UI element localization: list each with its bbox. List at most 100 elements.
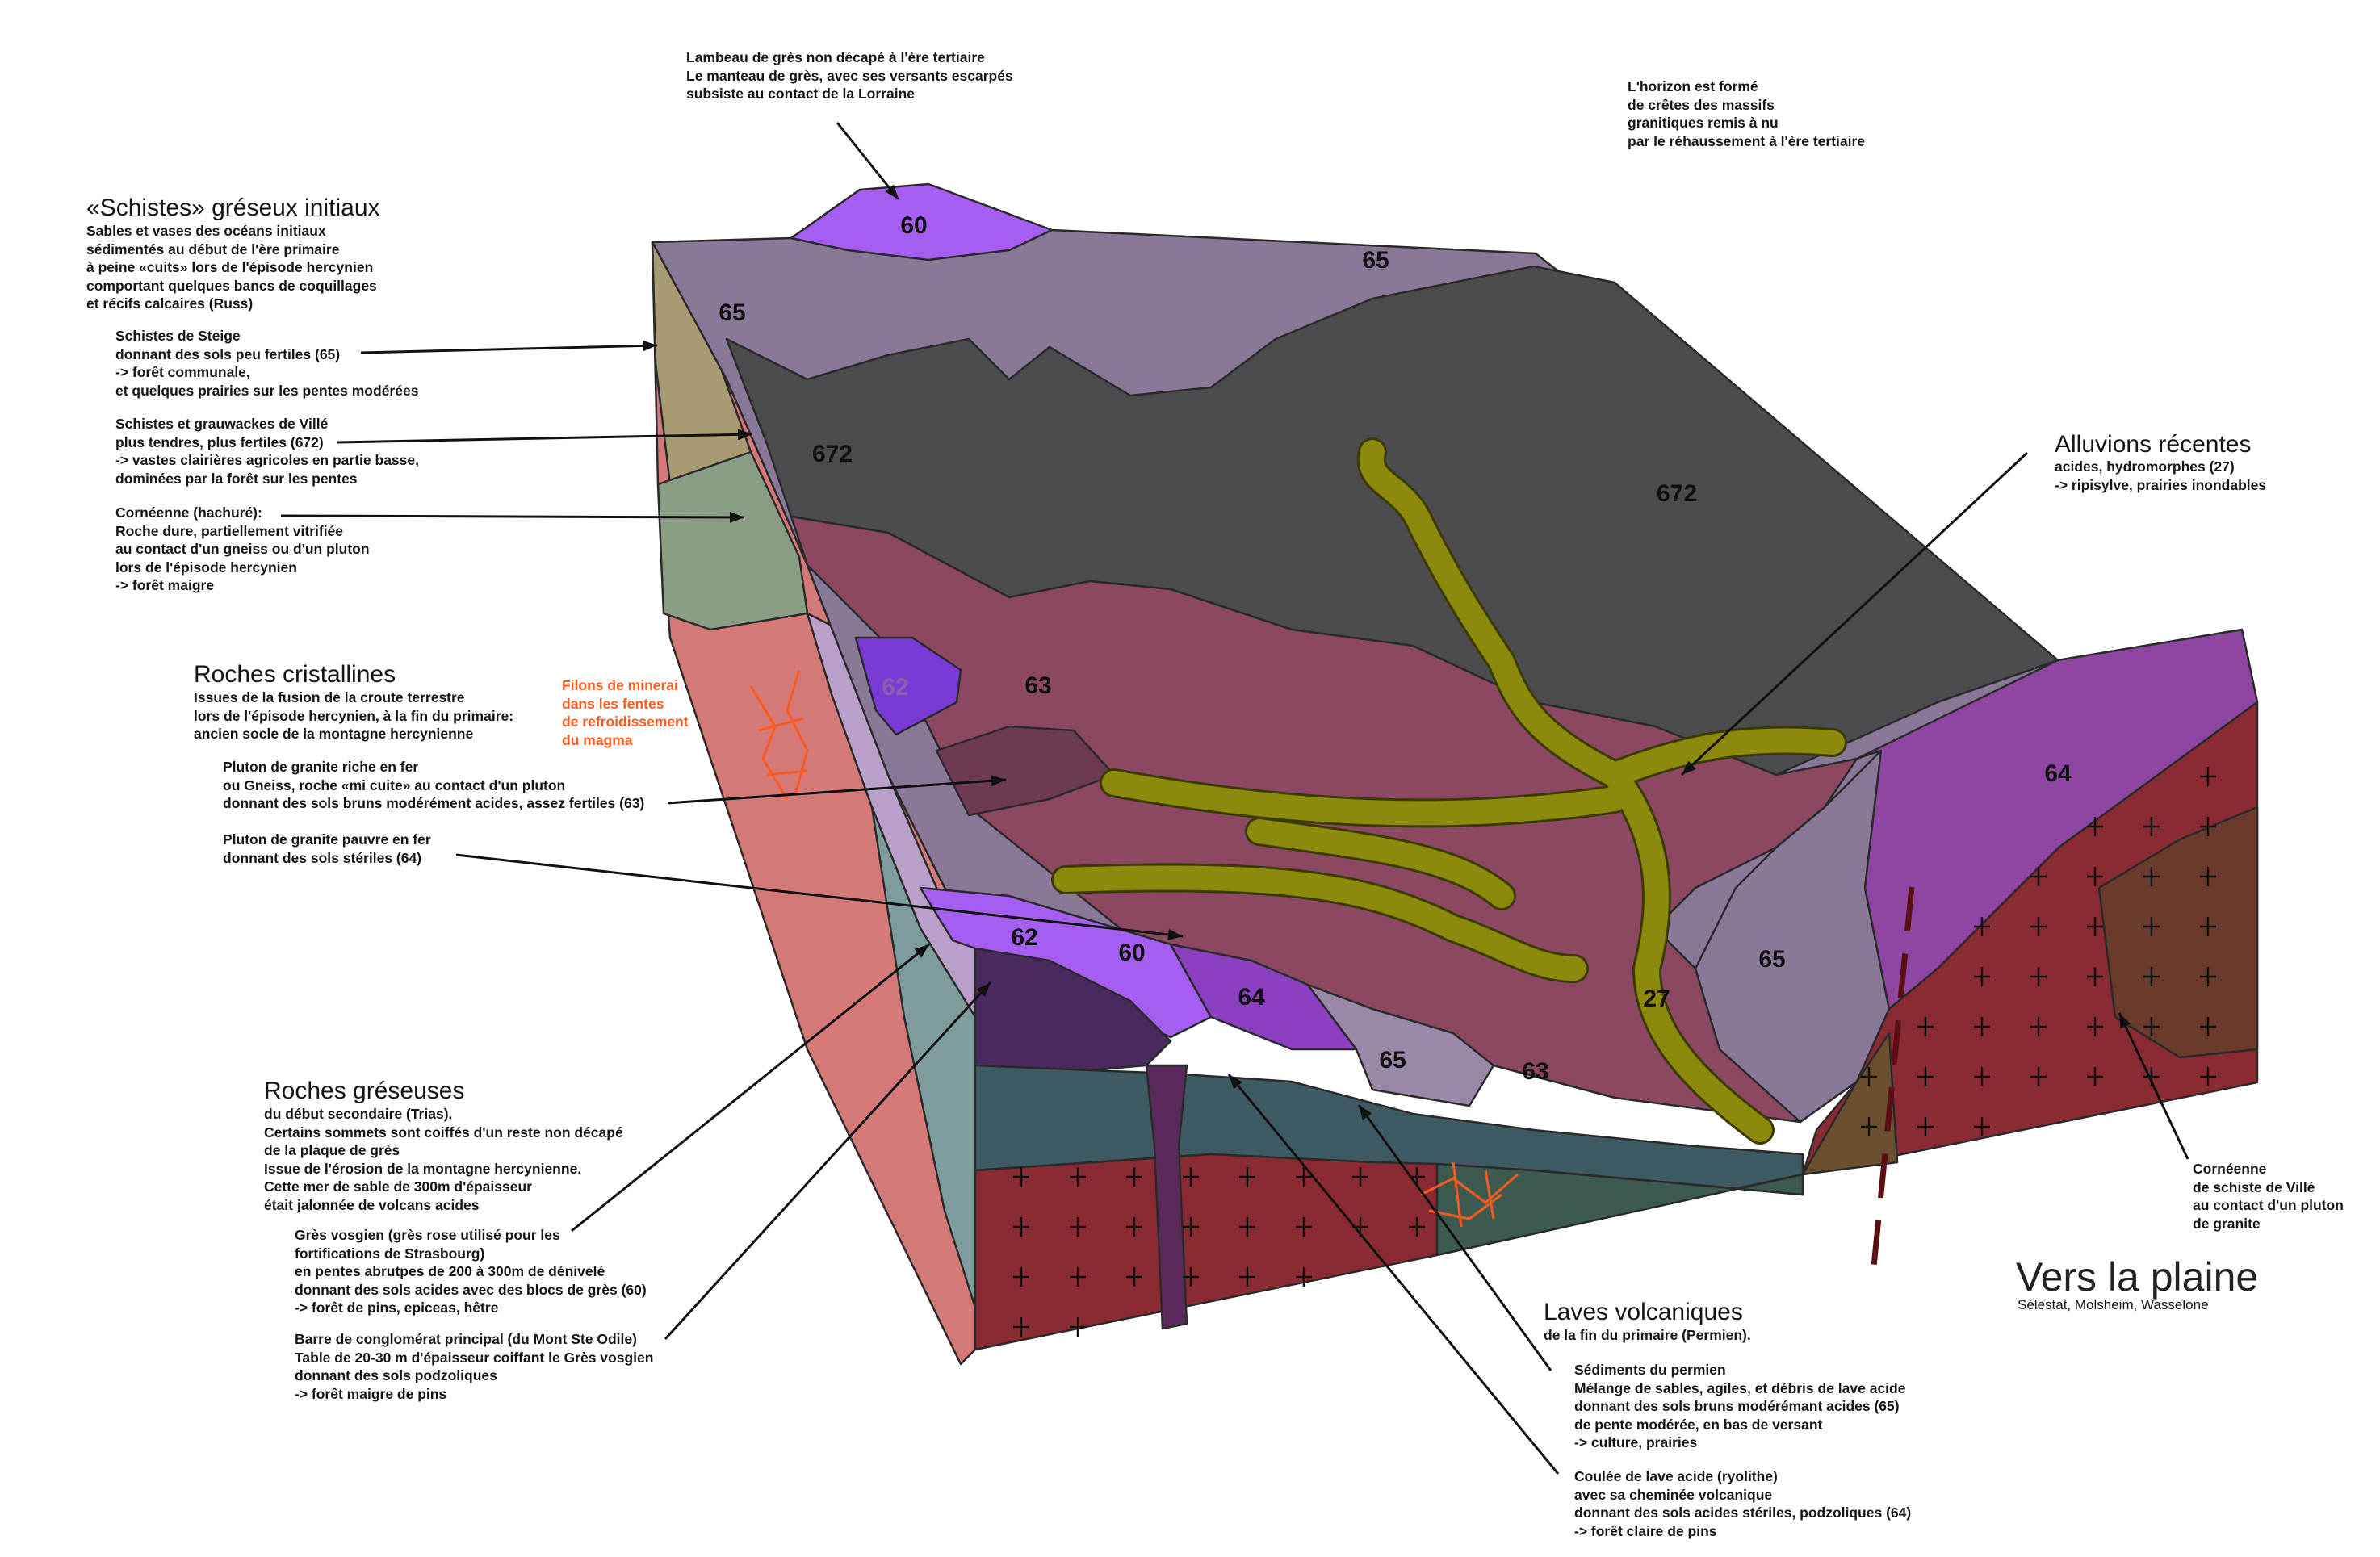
front-face-granite-main xyxy=(974,1153,1439,1351)
cross-mark xyxy=(1070,1317,1086,1337)
text-line: Schistes de Steige xyxy=(115,328,241,344)
cross-mark xyxy=(1183,1167,1199,1187)
cross-mark xyxy=(1974,967,1990,986)
text-line: -> culture, prairies xyxy=(1574,1434,1698,1450)
cross-mark xyxy=(2030,1017,2047,1036)
text-line: au contact d'un gneiss ou d'un pluton xyxy=(115,541,370,557)
arrow-sediments xyxy=(1357,1104,1552,1371)
cross-mark xyxy=(1126,1167,1142,1187)
cross-mark xyxy=(1296,1217,1312,1237)
cross-mark xyxy=(2200,767,2216,786)
cross-mark xyxy=(1183,1217,1199,1237)
laves-coulee: Coulée de lave acide (ryolithe)avec sa c… xyxy=(1574,1467,1911,1540)
cross-mark xyxy=(1917,1067,1934,1086)
layer-label: 27 xyxy=(1643,986,1670,1012)
text-line: Grès vosgien (grès rose utilisé pour les xyxy=(295,1227,560,1243)
text-line: de schiste de Villé xyxy=(2193,1178,2315,1195)
arrow-head-icon xyxy=(976,982,991,998)
cross-mark xyxy=(1183,1267,1199,1287)
cross-mark xyxy=(2030,867,2047,886)
layer-label: 60 xyxy=(900,212,928,239)
text-line: Sédiments du permien xyxy=(1574,1362,1726,1378)
text-line: du magma xyxy=(562,731,633,748)
text-line: de la plaque de grès xyxy=(264,1142,400,1158)
layer-label: 64 xyxy=(2044,760,2072,787)
surface-conglomerat-62 xyxy=(854,636,962,736)
text-line: de crêtes des massifs xyxy=(1628,96,1775,113)
layer-label: 60 xyxy=(1118,940,1146,966)
arrow-head-icon xyxy=(1359,1105,1372,1120)
alluvions-river xyxy=(1051,437,1847,1145)
cross-mark xyxy=(2200,817,2216,836)
cross-mark xyxy=(2087,967,2103,986)
greseuses-barre: Barre de conglomérat principal (du Mont … xyxy=(295,1330,653,1403)
arrow-corneenne xyxy=(280,514,745,519)
arrow-gres-vosgien xyxy=(571,943,930,1233)
text-line: Cornéenne (hachuré): xyxy=(115,504,262,521)
greseuses-vosgien: Grès vosgien (grès rose utilisé pour les… xyxy=(295,1226,647,1317)
arrow-pluton-pauvre xyxy=(455,853,1184,938)
cross-mark xyxy=(1070,1167,1086,1187)
plaine-subtitle: Sélestat, Molsheim, Wasselone xyxy=(2018,1297,2209,1312)
text-line: donnant des sols acides stériles, podzol… xyxy=(1574,1505,1912,1521)
layer-label: 65 xyxy=(719,299,746,326)
cross-mark xyxy=(1352,1167,1368,1187)
text-line: -> vastes clairières agricoles en partie… xyxy=(115,452,419,468)
front-face-permien-green xyxy=(1435,1162,1804,1257)
text-line: Pluton de granite pauvre en fer xyxy=(223,831,431,848)
cross-mark xyxy=(1013,1317,1029,1337)
schistes-title: «Schistes» gréseux initiaux xyxy=(86,195,380,221)
cross-mark xyxy=(1070,1217,1086,1237)
text-line: et récifs calcaires (Russ) xyxy=(86,295,254,312)
arrow-heads xyxy=(642,184,2131,1120)
text-line: Pluton de granite riche en fer xyxy=(223,759,419,775)
layer-label: 62 xyxy=(1011,924,1038,951)
text-line: granitiques remis à nu xyxy=(1628,115,1779,131)
cross-mark xyxy=(2030,917,2047,936)
right-face-corneenne xyxy=(2097,806,2259,1059)
text-line: sédimentés au début de l'ère primaire xyxy=(86,241,340,257)
text-line: Table de 20-30 m d'épaisseur coiffant le… xyxy=(295,1349,654,1366)
cross-mark xyxy=(2143,867,2160,886)
cross-mark xyxy=(1013,1217,1029,1237)
cross-mark xyxy=(2030,1067,2047,1086)
text-line: du début secondaire (Trias). xyxy=(264,1106,453,1122)
cross-mark xyxy=(2200,867,2216,886)
alluvions-body: acides, hydromorphes (27)-> ripisylve, p… xyxy=(2055,458,2266,494)
plaine-title: Vers la plaine xyxy=(2016,1254,2259,1300)
text-line: Barre de conglomérat principal (du Mont … xyxy=(295,1331,637,1347)
text-line: -> ripisylve, prairies inondables xyxy=(2055,476,2267,493)
text-line: comportant quelques bancs de coquillages xyxy=(86,277,377,294)
cross-mark xyxy=(1917,1117,1934,1136)
layer-label: 63 xyxy=(1024,672,1052,699)
text-line: -> forêt maigre de pins xyxy=(295,1385,447,1402)
text-line: par le réhaussement à l'ère tertiaire xyxy=(1628,132,1866,149)
text-line: de pente modérée, en bas de versant xyxy=(1574,1416,1823,1433)
text-line: Filons de minerai xyxy=(562,677,678,693)
text-line: dominées par la forêt sur les pentes xyxy=(115,470,358,487)
cristallines-body: Issues de la fusion de la croute terrest… xyxy=(194,689,513,743)
arrow-head-icon xyxy=(1682,760,1696,775)
text-line: -> forêt claire de pins xyxy=(1574,1522,1717,1539)
layer-label: 62 xyxy=(882,674,909,701)
text-line: -> forêt de pins, epiceas, hêtre xyxy=(295,1300,499,1316)
cross-mark xyxy=(1239,1217,1255,1237)
cross-mark xyxy=(1974,1067,1990,1086)
cross-mark xyxy=(2200,917,2216,936)
arrow-head-icon xyxy=(2119,1013,2131,1029)
cross-mark xyxy=(2200,1017,2216,1036)
cross-mark xyxy=(2087,867,2103,886)
annotation-arrows xyxy=(280,122,2189,1475)
note-lambeau: Lambeau de grès non décapé à l'ère terti… xyxy=(686,48,1013,103)
text-line: Lambeau de grès non décapé à l'ère terti… xyxy=(686,49,985,65)
cross-mark xyxy=(1126,1267,1142,1287)
text-line: Issues de la fusion de la croute terrest… xyxy=(194,689,465,705)
volcanic-chimney xyxy=(1145,1064,1188,1330)
cross-mark xyxy=(2087,817,2103,836)
